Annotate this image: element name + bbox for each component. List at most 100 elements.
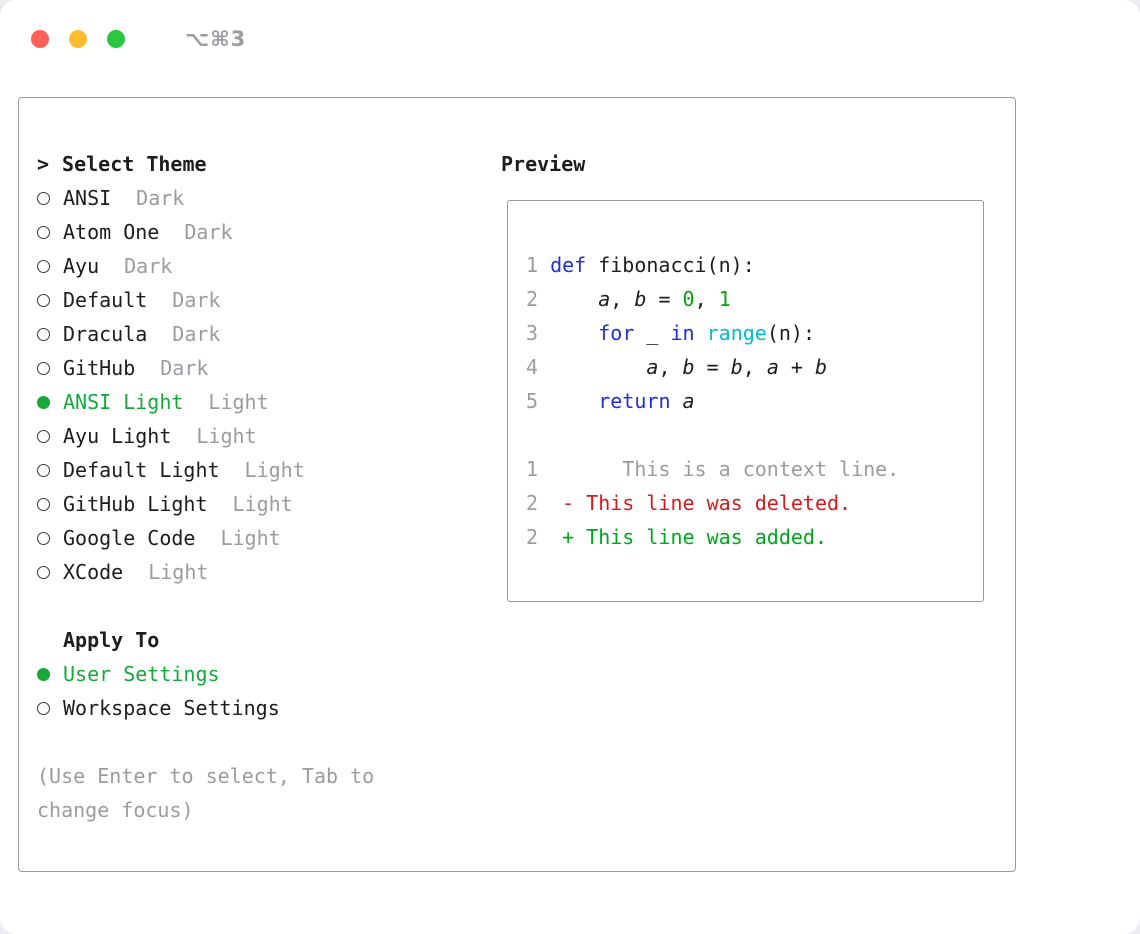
theme-option-default-light[interactable]: Default Light Light (37, 453, 501, 487)
theme-variant: Dark (160, 356, 209, 380)
close-button[interactable] (31, 30, 49, 48)
theme-variant: Light (220, 526, 281, 550)
code-token: range (706, 321, 767, 345)
theme-name: XCode (63, 560, 124, 584)
code-token (550, 321, 598, 345)
code-token: b (634, 287, 647, 311)
theme-variant: Light (196, 424, 257, 448)
code-line: 2 + This line was added. (526, 520, 973, 554)
code-token: 1 (718, 287, 731, 311)
theme-option-github[interactable]: GitHub Dark (37, 351, 501, 385)
line-number: 5 (526, 389, 539, 413)
code-line: 5 return a (526, 384, 973, 418)
code-token: + (778, 355, 816, 379)
code-token (550, 287, 598, 311)
apply-to-heading: Apply To (63, 628, 160, 652)
theme-option-ayu-light[interactable]: Ayu Light Light (37, 419, 501, 453)
line-number: 4 (526, 355, 539, 379)
theme-variant: Light (244, 458, 305, 482)
radio-selected-icon (37, 667, 50, 681)
radio-unselected-icon (37, 565, 50, 579)
theme-variant: Dark (184, 220, 233, 244)
code-token: b (815, 355, 828, 379)
line-number: 3 (526, 321, 539, 345)
zoom-button[interactable] (107, 30, 125, 48)
code-blank-line (526, 418, 973, 452)
theme-variant: Dark (136, 186, 185, 210)
theme-name: Ayu (63, 254, 100, 278)
code-token (550, 389, 598, 413)
minimize-button[interactable] (69, 30, 87, 48)
window-title: ⌥⌘3 (185, 27, 247, 51)
line-number: 2 (526, 287, 539, 311)
radio-unselected-icon (37, 293, 50, 307)
code-token: fibonacci(n): (586, 253, 755, 277)
code-token: 0 (682, 287, 695, 311)
apply-option-user-settings[interactable]: User Settings (37, 657, 501, 691)
theme-name: Ayu Light (63, 424, 172, 448)
hint-text: (Use Enter to select, Tab to change focu… (37, 764, 375, 822)
code-line: 1 This is a context line. (526, 452, 973, 486)
theme-option-google-code[interactable]: Google Code Light (37, 521, 501, 555)
code-token: a (598, 287, 611, 311)
radio-unselected-icon (37, 497, 50, 511)
theme-name: ANSI (63, 186, 112, 210)
theme-option-github-light[interactable]: GitHub Light Light (37, 487, 501, 521)
radio-unselected-icon (37, 463, 50, 477)
theme-variant: Dark (172, 288, 221, 312)
code-token: This is a context line. (550, 457, 900, 481)
line-number: 2 (526, 525, 539, 549)
radio-unselected-icon (37, 327, 50, 341)
code-token: a (646, 355, 659, 379)
code-token: , (742, 355, 767, 379)
preview-heading: Preview (501, 152, 586, 176)
code-token: , (610, 287, 635, 311)
theme-name: Dracula (63, 322, 148, 346)
radio-unselected-icon (37, 361, 50, 375)
radio-unselected-icon (37, 259, 50, 273)
apply-option-label: User Settings (63, 662, 220, 686)
theme-option-atom-one[interactable]: Atom One Dark (37, 215, 501, 249)
theme-variant: Dark (124, 254, 173, 278)
apply-option-label: Workspace Settings (63, 696, 280, 720)
apply-option-workspace-settings[interactable]: Workspace Settings (37, 691, 501, 725)
theme-name: GitHub Light (63, 492, 208, 516)
theme-name: Atom One (63, 220, 160, 244)
radio-unselected-icon (37, 191, 50, 205)
line-number: 2 (526, 491, 539, 515)
prompt-caret: > (37, 152, 50, 176)
theme-option-ayu[interactable]: Ayu Dark (37, 249, 501, 283)
code-token (695, 321, 707, 345)
code-token: = (646, 287, 683, 311)
theme-name: Default Light (63, 458, 220, 482)
code-token: = (694, 355, 731, 379)
radio-unselected-icon (37, 225, 50, 239)
theme-option-ansi[interactable]: ANSI Dark (37, 181, 501, 215)
select-theme-heading-label: Select Theme (62, 152, 207, 176)
code-token: b (730, 355, 743, 379)
titlebar: ⌥⌘3 (31, 27, 246, 51)
theme-option-dracula[interactable]: Dracula Dark (37, 317, 501, 351)
theme-variant: Light (232, 492, 293, 516)
code-token (670, 389, 682, 413)
theme-name: GitHub (63, 356, 136, 380)
code-token: return (598, 389, 671, 413)
code-line: 2 a, b = 0, 1 (526, 282, 973, 316)
code-token: a (682, 389, 695, 413)
theme-variant: Dark (172, 322, 221, 346)
code-token: - This line was deleted. (550, 491, 852, 515)
line-number: 1 (526, 253, 539, 277)
theme-name: Google Code (63, 526, 196, 550)
code-token: _ (634, 321, 671, 345)
